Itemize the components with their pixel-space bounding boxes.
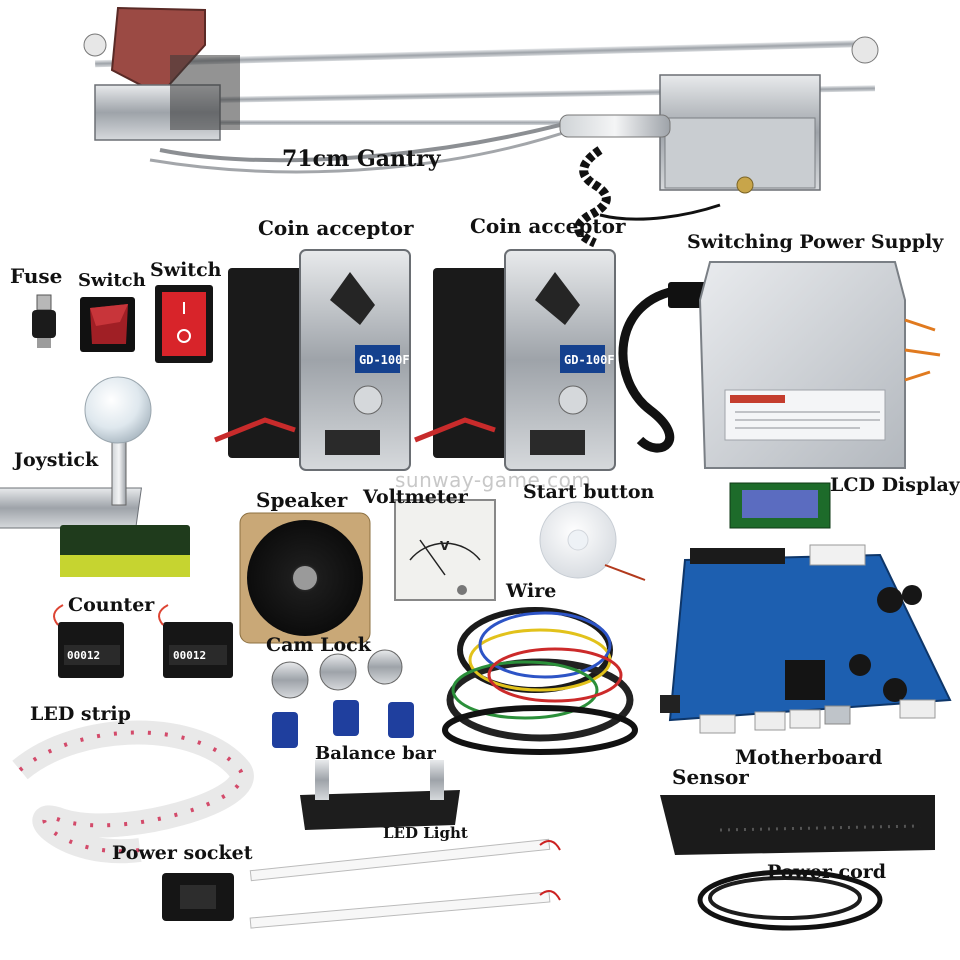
power-cord-image <box>697 869 883 931</box>
coin-acceptor-1-model: GD-100F <box>359 353 410 367</box>
label-fuse: Fuse <box>10 264 63 288</box>
balance-bar-image <box>300 760 460 830</box>
label-coin-acceptor-1: Coin acceptor <box>258 216 414 240</box>
switch-1-image <box>80 297 135 352</box>
counter-2-readout: 00012 <box>173 649 207 662</box>
coin-acceptor-2-image <box>414 249 616 471</box>
sensor-image <box>660 795 935 855</box>
switch-2-image <box>155 285 213 363</box>
counter-2-image <box>158 604 233 678</box>
label-counter: Counter <box>68 594 155 616</box>
joystick-image <box>0 376 190 577</box>
label-joystick: Joystick <box>14 449 99 471</box>
label-balance-bar: Balance bar <box>315 743 436 764</box>
label-led-strip: LED strip <box>30 703 131 725</box>
start-button-image <box>539 501 646 581</box>
coin-acceptor-2-model: GD-100F <box>564 353 615 367</box>
voltmeter-image <box>394 499 496 601</box>
voltmeter-unit: V <box>440 539 450 553</box>
label-voltmeter: Voltmeter <box>363 486 468 508</box>
motherboard-image <box>660 544 952 734</box>
gantry-image <box>83 6 879 248</box>
label-cam-lock: Cam Lock <box>266 634 371 656</box>
counter-1-image <box>53 604 124 678</box>
counter-1-readout: 00012 <box>67 649 101 662</box>
label-coin-acceptor-2: Coin acceptor <box>470 214 626 238</box>
label-switching-power-supply: Switching Power Supply <box>687 231 944 253</box>
lcd-display-image <box>729 482 831 529</box>
label-motherboard: Motherboard <box>735 745 883 769</box>
label-power-cord: Power cord <box>767 861 887 883</box>
label-switch-1: Switch <box>78 270 146 291</box>
coin-acceptor-1-image <box>214 249 411 471</box>
power-supply-image <box>618 261 941 469</box>
label-start-button: Start button <box>523 481 655 503</box>
label-power-socket: Power socket <box>112 842 253 864</box>
label-switch-2: Switch <box>150 259 222 281</box>
label-wire: Wire <box>506 580 557 602</box>
speaker-image <box>239 512 371 644</box>
label-sensor: Sensor <box>672 765 749 789</box>
watermark: sunway-game.com <box>395 468 592 492</box>
label-lcd-display: LCD Display <box>830 474 960 496</box>
fuse-image <box>32 294 56 348</box>
led-strip-image <box>12 720 254 864</box>
power-socket-image <box>162 873 234 921</box>
wire-harness-image <box>442 607 638 755</box>
label-led-light: LED Light <box>383 824 468 842</box>
label-gantry: 71cm Gantry <box>282 146 441 172</box>
label-speaker: Speaker <box>256 488 348 512</box>
cam-locks-image <box>271 649 414 748</box>
led-light-bars-image <box>249 838 561 929</box>
